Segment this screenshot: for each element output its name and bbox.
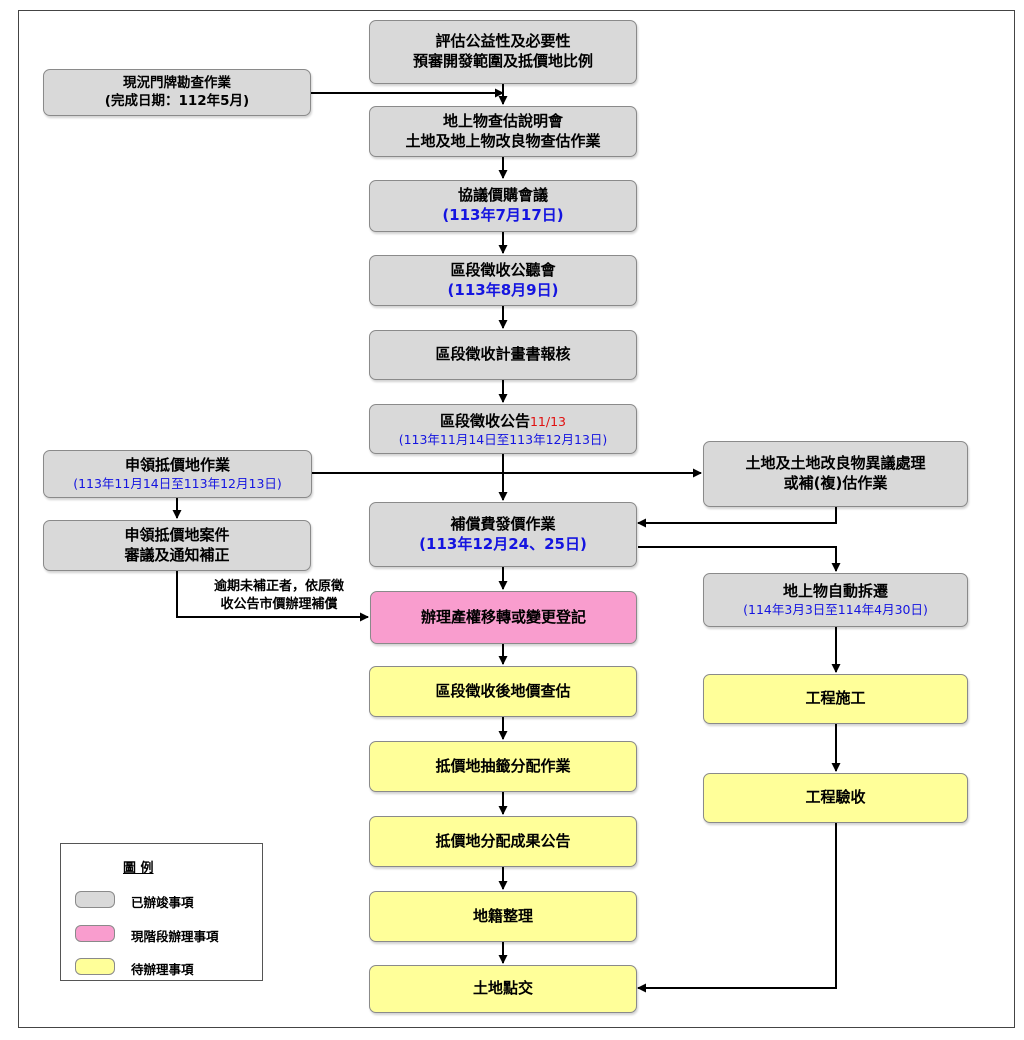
step-briefing-line1: 地上物查估說明會: [442, 111, 563, 130]
step-announcement: 區段徵收公告11/13 (113年11月14日至113年12月13日): [369, 404, 637, 454]
step-objection-line1: 土地及土地改良物異議處理: [745, 454, 926, 473]
note-overdue-line1: 逾期未補正者，依原徵: [213, 579, 344, 594]
step-apply-land-title: 申領抵價地作業: [124, 455, 230, 474]
step-assess-line1: 評估公益性及必要性: [435, 32, 571, 51]
step-compensation-title: 補償費發價作業: [450, 514, 556, 533]
step-transfer-title: 辦理產權移轉或變更登記: [420, 607, 586, 626]
legend-swatch-todo: [75, 958, 115, 975]
step-result-title: 抵價地分配成果公告: [435, 831, 571, 850]
step-door-survey: 現況門牌勘查作業 (完成日期：112年5月): [43, 69, 311, 116]
step-negotiation-title: 協議價購會議: [457, 186, 548, 205]
step-lottery-title: 抵價地抽籤分配作業: [435, 756, 571, 775]
step-objection: 土地及土地改良物異議處理 或補(複)估作業: [703, 441, 968, 507]
legend-label-current: 現階段辦理事項: [131, 929, 219, 944]
step-briefing-line2: 土地及地上物改良物查估作業: [405, 131, 601, 150]
step-objection-line2: 或補(複)估作業: [783, 474, 888, 492]
legend-title: 圖 例: [123, 861, 154, 876]
step-cadastre-title: 地籍整理: [472, 906, 533, 925]
step-briefing: 地上物查估說明會 土地及地上物改良物查估作業: [369, 106, 637, 157]
step-acceptance: 工程驗收: [703, 773, 968, 823]
step-compensation-date: (113年12月24、25日): [419, 534, 587, 553]
step-announcement-title: 區段徵收公告: [439, 411, 530, 430]
step-handover-title: 土地點交: [472, 979, 533, 998]
note-overdue: 逾期未補正者，依原徵 收公告市價辦理補償: [186, 578, 372, 615]
step-construction-title: 工程施工: [805, 689, 866, 708]
arrow-review-to-transfer: [176, 571, 369, 622]
step-apply-land: 申領抵價地作業 (113年11月14日至113年12月13日): [43, 450, 312, 498]
arrow-compensation-to-demolition: [638, 546, 841, 572]
step-plan-review: 區段徵收計畫書報核: [369, 330, 637, 380]
step-valuation-title: 區段徵收後地價查估: [435, 681, 571, 700]
step-demolition-title: 地上物自動拆遷: [782, 581, 888, 600]
note-overdue-line2: 收公告市價辦理補償: [220, 597, 338, 613]
step-hearing: 區段徵收公聽會 (113年8月9日): [369, 255, 637, 306]
step-door-survey-line1: 現況門牌勘查作業: [123, 74, 231, 91]
step-demolition: 地上物自動拆遷 (114年3月3日至114年4月30日): [703, 573, 968, 627]
step-valuation: 區段徵收後地價查估: [369, 666, 637, 717]
legend-swatch-done: [75, 891, 115, 908]
step-construction: 工程施工: [703, 674, 968, 724]
step-apply-review-line2: 審議及通知補正: [124, 545, 230, 564]
step-result: 抵價地分配成果公告: [369, 816, 637, 867]
step-assess: 評估公益性及必要性 預審開發範圍及抵價地比例: [369, 20, 637, 84]
step-hearing-title: 區段徵收公聽會: [450, 260, 556, 279]
legend-swatch-current: [75, 925, 115, 942]
step-compensation: 補償費發價作業 (113年12月24、25日): [369, 502, 637, 567]
legend: 圖 例 已辦竣事項 現階段辦理事項 待辦理事項: [60, 843, 263, 981]
arrow-objection-to-compensation: [637, 507, 837, 528]
step-demolition-date: (114年3月3日至114年4月30日): [743, 601, 928, 617]
step-transfer: 辦理產權移轉或變更登記: [370, 591, 637, 644]
step-apply-review-line1: 申領抵價地案件: [124, 525, 230, 544]
step-negotiation-date: (113年7月17日): [442, 206, 564, 224]
step-apply-land-date: (113年11月14日至113年12月13日): [73, 475, 282, 491]
step-negotiation: 協議價購會議 (113年7月17日): [369, 180, 637, 232]
step-announcement-date: (113年11月14日至113年12月13日): [398, 431, 608, 447]
step-door-survey-line2: (完成日期：112年5月): [104, 92, 250, 109]
legend-label-todo: 待辦理事項: [131, 962, 194, 977]
step-assess-line2: 預審開發範圍及抵價地比例: [412, 52, 593, 70]
step-announcement-note: 11/13: [529, 413, 567, 429]
step-handover: 土地點交: [369, 965, 637, 1013]
step-lottery: 抵價地抽籤分配作業: [369, 741, 637, 792]
step-apply-review: 申領抵價地案件 審議及通知補正: [43, 520, 311, 571]
step-cadastre: 地籍整理: [369, 891, 637, 942]
step-hearing-date: (113年8月9日): [447, 280, 559, 299]
arrow-acceptance-to-handover: [637, 823, 837, 993]
legend-label-done: 已辦竣事項: [131, 895, 194, 910]
step-plan-review-title: 區段徵收計畫書報核: [435, 345, 571, 364]
step-acceptance-title: 工程驗收: [805, 788, 866, 807]
